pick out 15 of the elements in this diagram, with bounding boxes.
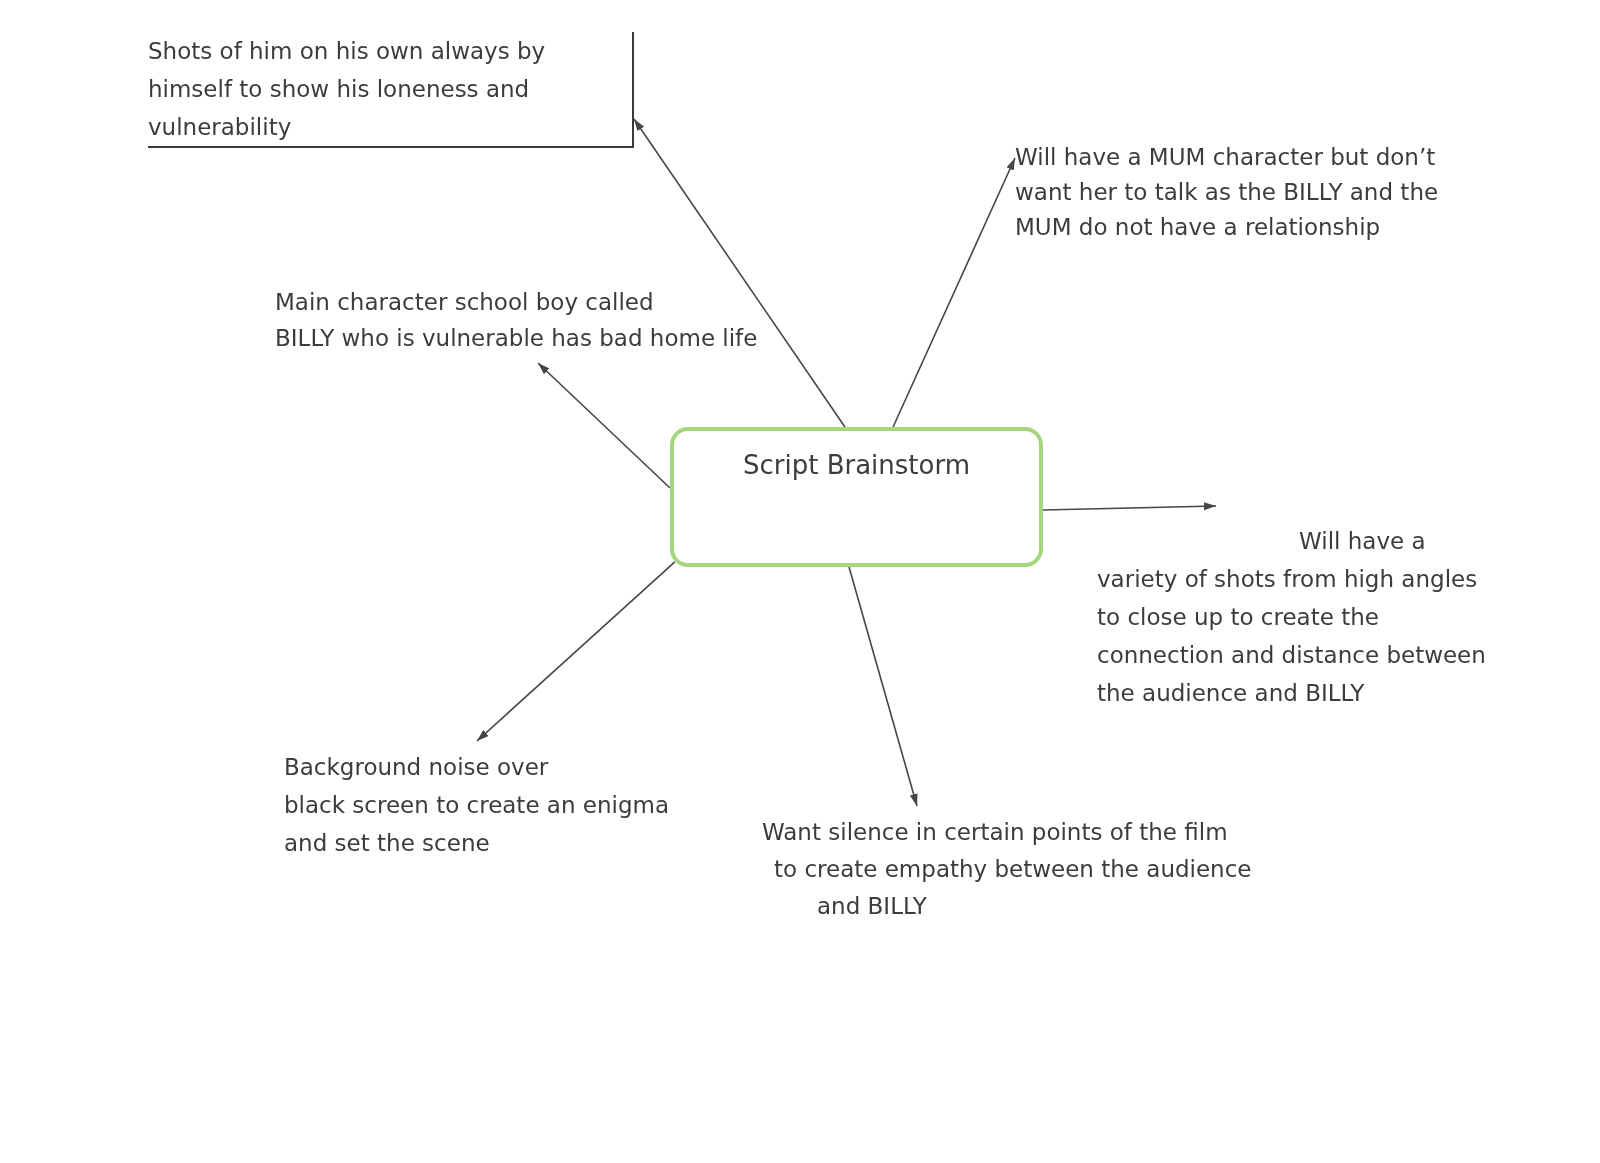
note-text: Background noise over black screen to create an enigma and set the scene xyxy=(284,748,670,862)
note-text: Shots of him on his own always by himself to show his loneness and vulnerability xyxy=(148,37,546,142)
arrow xyxy=(537,362,671,489)
topic-title: Script Brainstorm xyxy=(742,449,970,481)
arrow xyxy=(1042,502,1217,511)
note-text: Want silence in certain points of the film to create empathy between the audience and BILLY xyxy=(762,814,1252,925)
note-text: Will have a MUM character but don’t want her to talk as the BILLY and the MUM do not have a relationship xyxy=(1015,140,1439,245)
note-box xyxy=(148,32,634,148)
note-text: Main character school boy called BILLY who is vulnerable has bad home life xyxy=(275,284,758,356)
arrow xyxy=(633,118,846,428)
arrow xyxy=(892,157,1016,428)
note-text: Will have a variety of shots from high angles to close up to create the connection and distance between the audience and BILLY xyxy=(1097,522,1486,712)
arrow xyxy=(476,561,676,742)
topic-box xyxy=(670,427,1043,567)
arrow xyxy=(848,566,918,807)
